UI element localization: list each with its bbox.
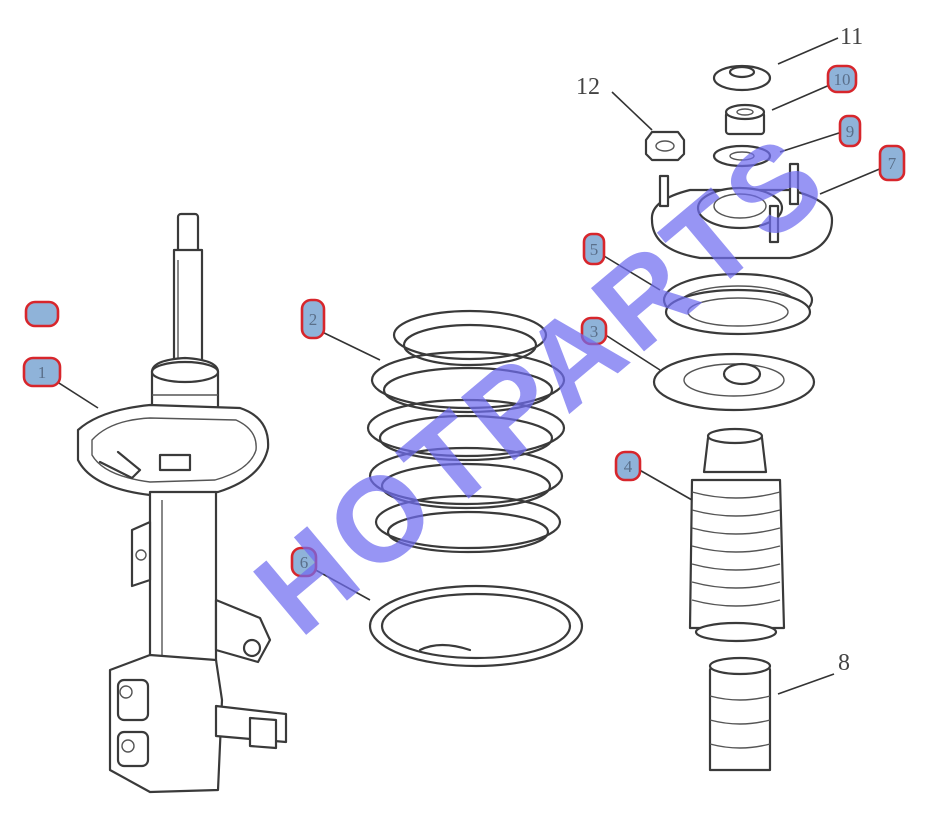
label-12: 12	[576, 74, 600, 100]
tag-1: 1	[22, 356, 62, 388]
leader-lines	[47, 37, 883, 695]
tag-10-text: 10	[834, 70, 851, 89]
tag-5-text: 5	[590, 240, 599, 259]
tag-5: 5	[582, 232, 606, 266]
tag-3: 3	[580, 316, 608, 346]
top-hardware	[644, 64, 772, 168]
tag-blank	[24, 300, 60, 328]
tag-3-text: 3	[590, 322, 599, 341]
tag-2-text: 2	[309, 310, 318, 329]
tag-4: 4	[614, 450, 642, 482]
label-8: 8	[838, 650, 850, 676]
tag-4-text: 4	[624, 457, 633, 476]
tag-1-text: 1	[38, 363, 47, 382]
label-11: 11	[840, 24, 863, 50]
tag-9: 9	[838, 114, 862, 148]
strut-mount	[650, 162, 834, 260]
coil-spring	[366, 309, 566, 554]
bump-stop	[708, 656, 772, 772]
tag-9-text: 9	[846, 122, 855, 141]
tag-7-text: 7	[888, 154, 897, 173]
dust-boot	[688, 427, 786, 643]
tag-6: 6	[290, 546, 318, 578]
strut-assembly	[76, 212, 288, 794]
lower-spring-pad	[368, 584, 584, 668]
tag-6-text: 6	[300, 553, 309, 572]
tag-7: 7	[878, 144, 906, 182]
upper-spring-seat	[652, 352, 816, 412]
tag-2: 2	[300, 298, 326, 340]
strut-bearing	[662, 272, 814, 336]
tag-10: 10	[826, 64, 858, 94]
